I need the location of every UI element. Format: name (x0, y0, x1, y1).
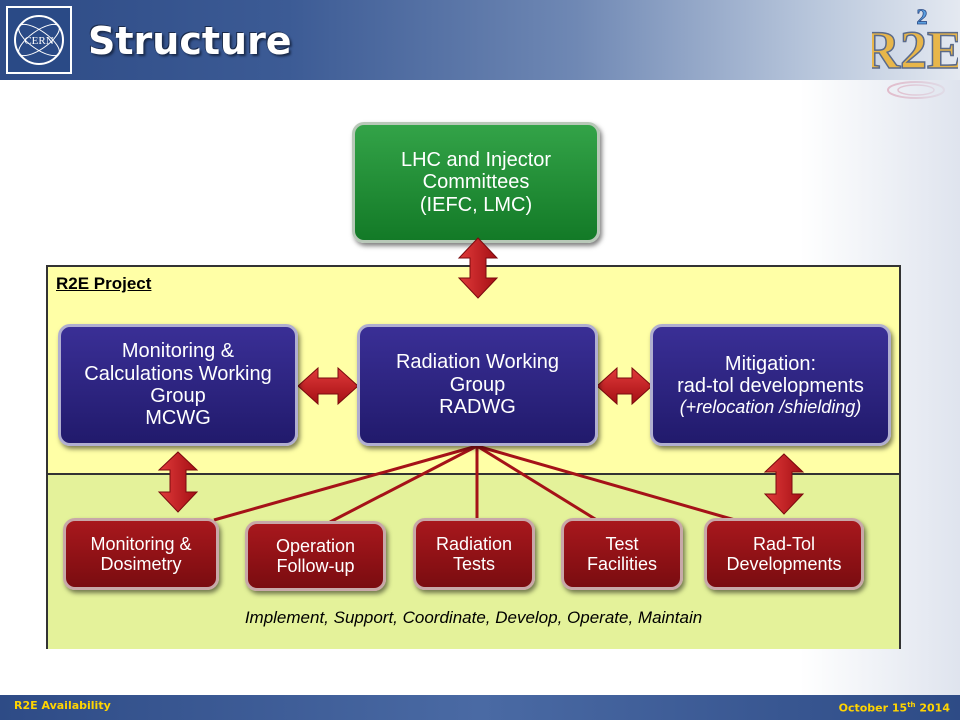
footer-date-year: 2014 (915, 701, 950, 715)
committees-box: LHC and Injector Committees (IEFC, LMC) (352, 122, 600, 243)
footer-title: R2E Availability (14, 699, 111, 712)
page-title: Structure (88, 19, 292, 63)
r2e-logo: R2E 2 (872, 4, 958, 99)
link-rad-tol-developments (476, 444, 736, 522)
radwg-box: Radiation Working Group RADWG (357, 324, 598, 446)
activity-label: Developments (726, 554, 842, 574)
mitigation-line-2: rad-tol developments (677, 374, 864, 397)
activity-label: Test (605, 533, 639, 554)
footer-band: R2E Availability October 15th 2014 (0, 695, 960, 720)
activity-operation-follow-up: Operation Follow-up (245, 521, 386, 591)
activity-label: Operation (275, 535, 356, 556)
mitigation-box: Mitigation: rad-tol developments (+reloc… (650, 324, 891, 446)
header-band: CERN Structure (0, 0, 960, 80)
r2e-logo-superscript: 2 (917, 4, 928, 29)
mcwg-line-4: MCWG (145, 407, 211, 430)
arrow-mcwg-radwg (297, 366, 359, 406)
activity-label: Rad-Tol (752, 533, 816, 554)
activity-radiation-tests: Radiation Tests (413, 518, 535, 590)
radwg-line-2: Group (449, 373, 506, 396)
activity-label: Follow-up (276, 556, 355, 576)
activity-rad-tol-developments: Rad-Tol Developments (704, 518, 864, 590)
link-monitoring-dosimetry (213, 444, 478, 522)
mcwg-line-1: Monitoring & (121, 340, 235, 363)
activity-label: Facilities (586, 554, 657, 574)
radwg-line-1: Radiation Working (395, 351, 560, 374)
link-operation-follow-up (329, 444, 478, 524)
project-label: R2E Project (56, 274, 152, 293)
arrow-mitigation-radtol (763, 453, 805, 515)
mitigation-line-3: (+relocation /shielding) (679, 397, 862, 418)
arrow-radwg-mitigation (596, 366, 653, 406)
activity-test-facilities: Test Facilities (561, 518, 683, 590)
committees-line-1: LHC and Injector (400, 148, 552, 171)
footer-date-main: October 15 (838, 701, 908, 715)
radwg-line-3: RADWG (439, 396, 516, 419)
activity-label: Dosimetry (100, 554, 182, 574)
cern-logo-icon: CERN (14, 15, 64, 65)
activity-label: Radiation (435, 533, 513, 554)
activity-label: Monitoring & (90, 533, 192, 554)
footer-date: October 15th 2014 (839, 701, 950, 715)
mitigation-line-1: Mitigation: (724, 352, 817, 375)
activity-label: Tests (452, 554, 495, 574)
mcwg-line-2: Calculations Working (84, 362, 272, 385)
mcwg-line-3: Group (150, 385, 206, 407)
cern-logo: CERN (6, 6, 72, 74)
r2e-logo-text: R2E (872, 20, 958, 80)
arrow-mcwg-monitoring (157, 451, 199, 513)
committees-line-2: Committees (422, 171, 530, 194)
cern-logo-text: CERN (24, 35, 53, 47)
radwg-links (213, 444, 736, 524)
arrow-committees-radwg (457, 237, 499, 299)
committees-line-3: (IEFC, LMC) (419, 193, 533, 216)
footer-date-sup: th (907, 701, 916, 709)
activity-monitoring-dosimetry: Monitoring & Dosimetry (63, 518, 219, 590)
mcwg-box: Monitoring & Calculations Working Group … (58, 324, 298, 446)
activities-caption: Implement, Support, Coordinate, Develop,… (244, 608, 703, 627)
link-test-facilities (476, 444, 601, 524)
